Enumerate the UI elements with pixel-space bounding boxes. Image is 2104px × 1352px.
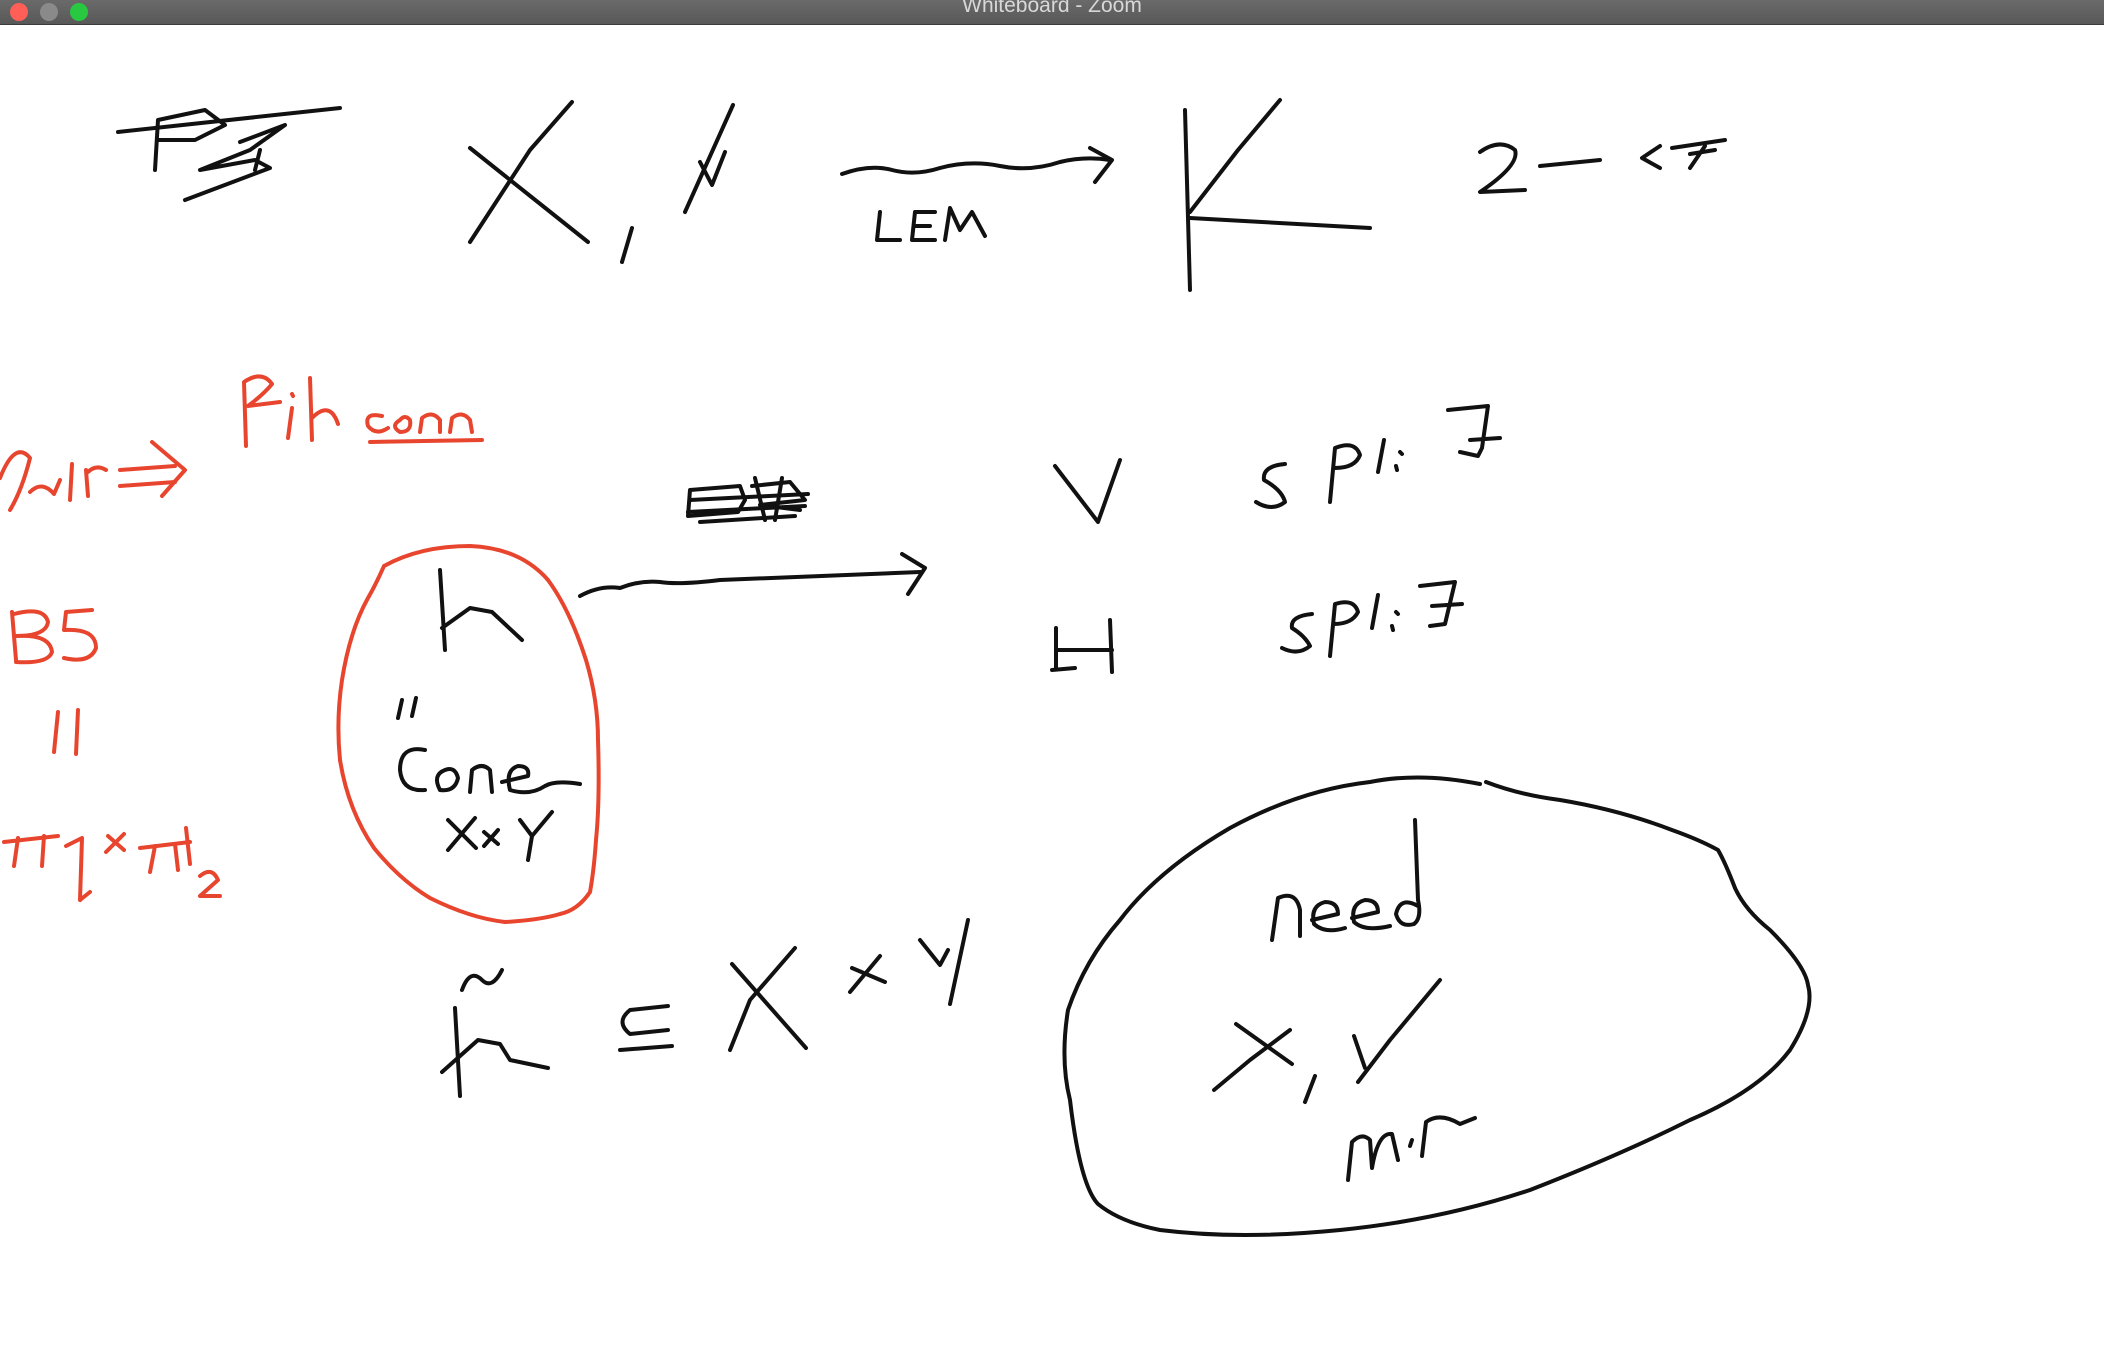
ink-bs: [10, 608, 98, 665]
ink-fib-conn: [242, 374, 484, 448]
ink-lem-arrow: [840, 146, 1114, 242]
ink-k-circle: [396, 568, 524, 720]
ink-h-split: [1050, 580, 1464, 674]
ink-large-loop: [1062, 775, 1812, 1237]
ink-v-split: [1053, 404, 1502, 524]
close-window-icon[interactable]: [10, 3, 28, 21]
ink-pis: [116, 106, 342, 202]
whiteboard-drawing: [0, 98, 1812, 1237]
ink-pi1-x-pi2: [2, 826, 222, 902]
ink-2-cf: [1478, 138, 1727, 194]
ink-x-comma-y-top: [468, 100, 735, 264]
window-title-bar: Whiteboard - Zoom: [0, 0, 2104, 25]
ink-red-loop: [336, 544, 601, 924]
zoom-window-icon[interactable]: [70, 3, 88, 21]
ink-crossed-label: [686, 476, 810, 524]
black-ink-strokes: [116, 98, 1812, 1237]
ink-red-arrow-left: [0, 440, 187, 512]
ink-k-top: [1183, 98, 1372, 292]
ink-x-comma-y-loop: [1212, 978, 1442, 1104]
traffic-lights: [10, 0, 88, 24]
whiteboard-canvas[interactable]: [0, 24, 2104, 1352]
red-ink-strokes: [0, 374, 601, 924]
ink-cone: [398, 747, 582, 795]
ink-arrow-to-splits: [578, 552, 927, 598]
minimize-window-icon[interactable]: [40, 3, 58, 21]
ink-x-x-y: [446, 810, 554, 862]
ink-equals-vertical: [52, 708, 80, 756]
ink-min: [1346, 1115, 1477, 1182]
ink-k-tilde-subset: [440, 918, 970, 1098]
ink-need: [1270, 818, 1422, 942]
window-title: Whiteboard - Zoom: [962, 0, 1142, 17]
